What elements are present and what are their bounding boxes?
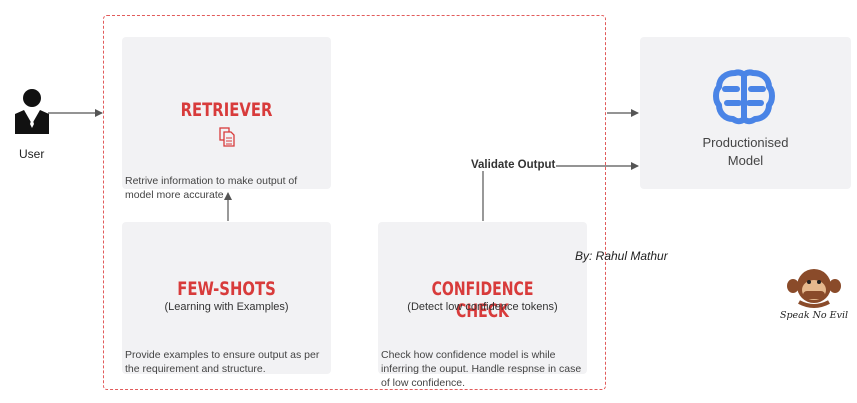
- document-icon: [218, 127, 236, 147]
- confidence-card: CONFIDENCE CHECK (Detect low confidence …: [378, 222, 587, 389]
- pipeline-frame: [103, 15, 606, 390]
- arrow-validate-output: [482, 162, 639, 221]
- fewshots-subtitle: (Learning with Examples): [164, 301, 289, 313]
- confidence-subtitle: (Detect low confidence tokens): [407, 301, 558, 313]
- retriever-description: Retrive information to make output of mo…: [125, 175, 298, 201]
- confidence-title: CONFIDENCE CHECK: [431, 278, 534, 322]
- user-icon: [14, 88, 50, 138]
- fewshots-title: FEW-SHOTS: [177, 278, 276, 300]
- confidence-description: Check how confidence model is while infe…: [381, 349, 582, 389]
- user-label: User: [19, 147, 45, 161]
- retriever-title: RETRIEVER: [180, 99, 273, 121]
- author-credit: By: Rahul Mathur: [575, 249, 668, 263]
- brain-icon: [713, 67, 775, 127]
- retriever-card: RETRIEVER Retrive information to make ou…: [122, 37, 331, 201]
- model-card: Productionised Model: [640, 37, 851, 189]
- fewshots-card: FEW-SHOTS (Learning with Examples) Provi…: [122, 222, 331, 375]
- logo-text: Speak No Evil: [779, 310, 849, 321]
- fewshots-description: Provide examples to ensure output as per…: [125, 349, 320, 375]
- monkey-logo-icon: Speak No Evil: [779, 266, 849, 328]
- validate-output-label: Validate Output: [470, 159, 557, 171]
- model-label: Productionised Model: [702, 135, 789, 168]
